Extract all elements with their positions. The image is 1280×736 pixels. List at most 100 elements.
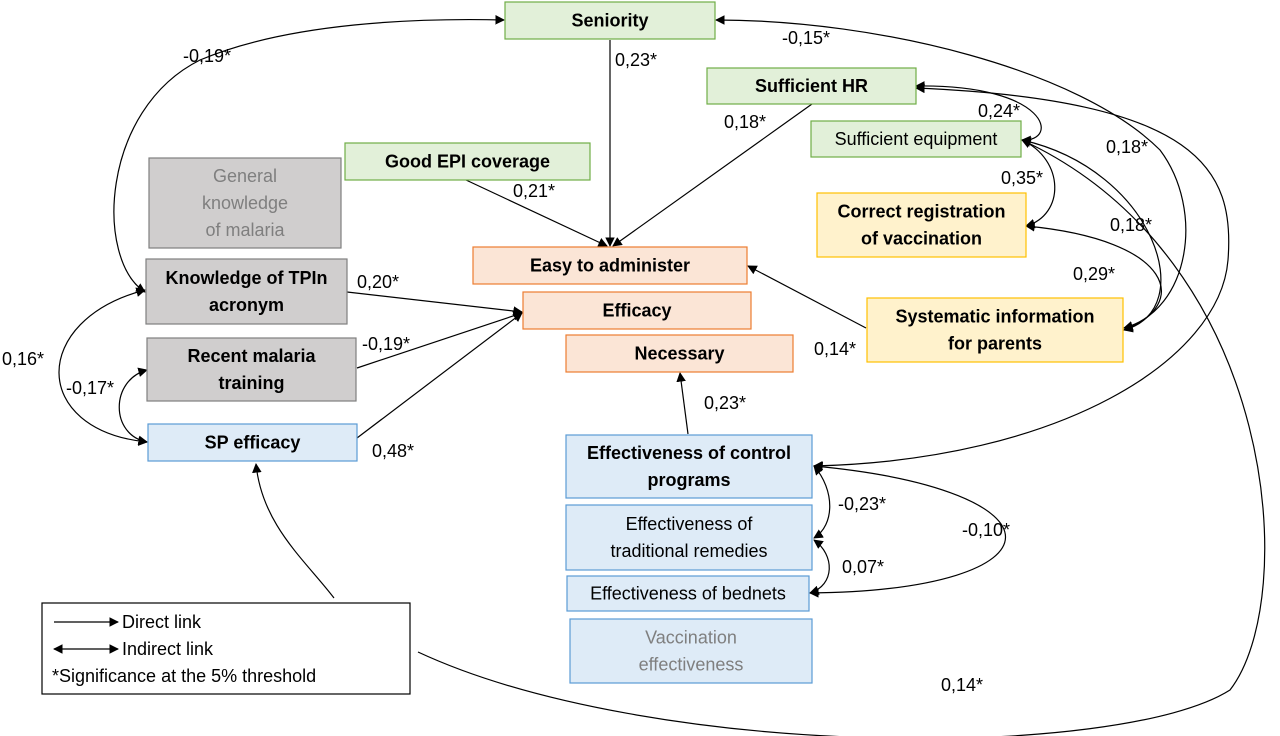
node-general-knowledge: General knowledge of malaria	[148, 157, 342, 249]
edge-label-traditional-bednets: 0,07*	[842, 557, 884, 577]
node-label-line: of malaria	[205, 220, 285, 240]
node-box	[147, 423, 358, 462]
edge-label-hr-systematic: 0,18*	[1106, 137, 1148, 157]
node-box	[866, 297, 1124, 363]
edge-training-efficacy	[356, 311, 523, 369]
node-box	[472, 246, 748, 285]
edge-label-control-necessary: 0,23*	[704, 393, 746, 413]
node-label-line: Seniority	[571, 11, 648, 31]
node-label-line: Sufficient HR	[755, 76, 868, 96]
node-effectiveness-bednets: Effectiveness of bednets	[566, 575, 810, 612]
edge-training-sp	[118, 367, 148, 446]
node-label-line: programs	[647, 470, 730, 490]
node-box	[565, 434, 813, 499]
edge-hr-systematic	[813, 83, 1230, 471]
edge-registration-systematic	[1025, 222, 1162, 332]
edge-traditional-bednets	[809, 539, 830, 595]
edge-hr-easy	[612, 103, 813, 247]
node-box	[565, 504, 813, 571]
node-label-line: SP efficacy	[205, 433, 301, 453]
edge-label-control-bednets: -0,10*	[962, 520, 1010, 540]
edge-sp-equipment	[252, 463, 335, 599]
node-box	[816, 192, 1027, 258]
edge-label-hr-equipment: 0,24*	[978, 101, 1020, 121]
edge-equipment-sp-long	[417, 139, 1266, 736]
node-label-line: effectiveness	[639, 655, 744, 675]
node-label-line: Systematic information	[895, 307, 1094, 327]
node-box	[148, 157, 342, 249]
legend-direct-label: Direct link	[122, 612, 202, 632]
node-effectiveness-traditional: Effectiveness of traditional remedies	[565, 504, 813, 571]
node-easy-to-administer: Easy to administer	[472, 246, 748, 285]
node-label-line: Vaccination	[645, 628, 737, 648]
edge-knowledge-efficacy	[346, 291, 523, 316]
edge-label-epi-easy: 0,21*	[513, 181, 555, 201]
edge-label-seniority-easy: 0,23*	[615, 50, 657, 70]
node-box	[566, 575, 810, 612]
legend-indirect-label: Indirect link	[122, 639, 214, 659]
node-seniority: Seniority	[504, 1, 716, 40]
edge-label-control-traditional: -0,23*	[838, 494, 886, 514]
node-label-line: Sufficient equipment	[835, 129, 998, 149]
edge-label-registration-systematic: 0,29*	[1073, 264, 1115, 284]
edge-label-sp-equipment: 0,14*	[941, 675, 983, 695]
node-label-line: Knowledge of TPIn	[166, 268, 328, 288]
node-label-line: training	[219, 373, 285, 393]
node-box	[810, 120, 1022, 158]
edge-label-training-efficacy: -0,19*	[362, 334, 410, 354]
edge-control-necessary	[676, 372, 689, 435]
node-box	[504, 1, 716, 40]
node-label-line: Necessary	[634, 344, 724, 364]
edge-label-training-sp: -0,17*	[66, 378, 114, 398]
node-label-line: Effectiveness of	[626, 514, 754, 534]
node-label-line: Effectiveness of bednets	[590, 584, 786, 604]
edge-label-knowledge-sp: 0,16*	[2, 349, 44, 369]
node-label-line: of vaccination	[861, 229, 982, 249]
legend-significance-label: *Significance at the 5% threshold	[52, 666, 316, 686]
node-vaccination-effectiveness: Vaccination effectiveness	[569, 618, 813, 684]
edge-label-sp-efficacy: 0,48*	[372, 441, 414, 461]
node-box	[569, 618, 813, 684]
edge-sp-efficacy	[356, 312, 523, 439]
node-label-line: General	[213, 166, 277, 186]
node-box	[344, 142, 591, 181]
node-good-epi-coverage: Good EPI coverage	[344, 142, 591, 181]
edge-label-knowledge-seniority: -0,19*	[183, 46, 231, 66]
edge-systematic-easy	[747, 265, 867, 329]
node-label-line: for parents	[948, 334, 1042, 354]
node-label-line: traditional remedies	[610, 541, 767, 561]
legend: Direct link Indirect link *Significance …	[41, 602, 411, 695]
node-effectiveness-control: Effectiveness of control programs	[565, 434, 813, 499]
edge-seniority-systematic	[715, 15, 1187, 331]
node-label-line: Effectiveness of control	[587, 443, 791, 463]
node-label-line: Good EPI coverage	[385, 152, 550, 172]
edge-label-systematic-easy: 0,14*	[814, 339, 856, 359]
node-box	[146, 337, 357, 402]
edge-label-equipment-registration: 0,35*	[1001, 168, 1043, 188]
edge-knowledge-seniority	[113, 14, 505, 293]
node-label-line: Easy to administer	[530, 256, 690, 276]
node-label-line: acronym	[209, 295, 284, 315]
edge-label-seniority-systematic: -0,15*	[782, 28, 830, 48]
edge-control-traditional	[813, 465, 831, 539]
node-recent-training: Recent malaria training	[146, 337, 357, 402]
node-label-line: Recent malaria	[187, 346, 316, 366]
node-label-line: Correct registration	[837, 202, 1005, 222]
edge-knowledge-sp	[58, 287, 148, 446]
node-correct-registration: Correct registration of vaccination	[816, 192, 1027, 258]
node-knowledge-tpin: Knowledge of TPIn acronym	[145, 258, 348, 325]
node-box	[706, 67, 917, 105]
node-box	[145, 258, 348, 325]
edge-label-hr-easy: 0,18*	[724, 112, 766, 132]
node-label-line: Efficacy	[602, 301, 671, 321]
node-box	[565, 334, 794, 373]
node-sufficient-hr: Sufficient HR	[706, 67, 917, 105]
edge-control-bednets	[809, 462, 1006, 598]
node-sp-efficacy: SP efficacy	[147, 423, 358, 462]
node-efficacy: Efficacy	[522, 291, 752, 330]
edge-label-knowledge-efficacy: 0,20*	[357, 272, 399, 292]
node-sufficient-equipment: Sufficient equipment	[810, 120, 1022, 158]
node-systematic-information: Systematic information for parents	[866, 297, 1124, 363]
node-label-line: knowledge	[202, 193, 288, 213]
